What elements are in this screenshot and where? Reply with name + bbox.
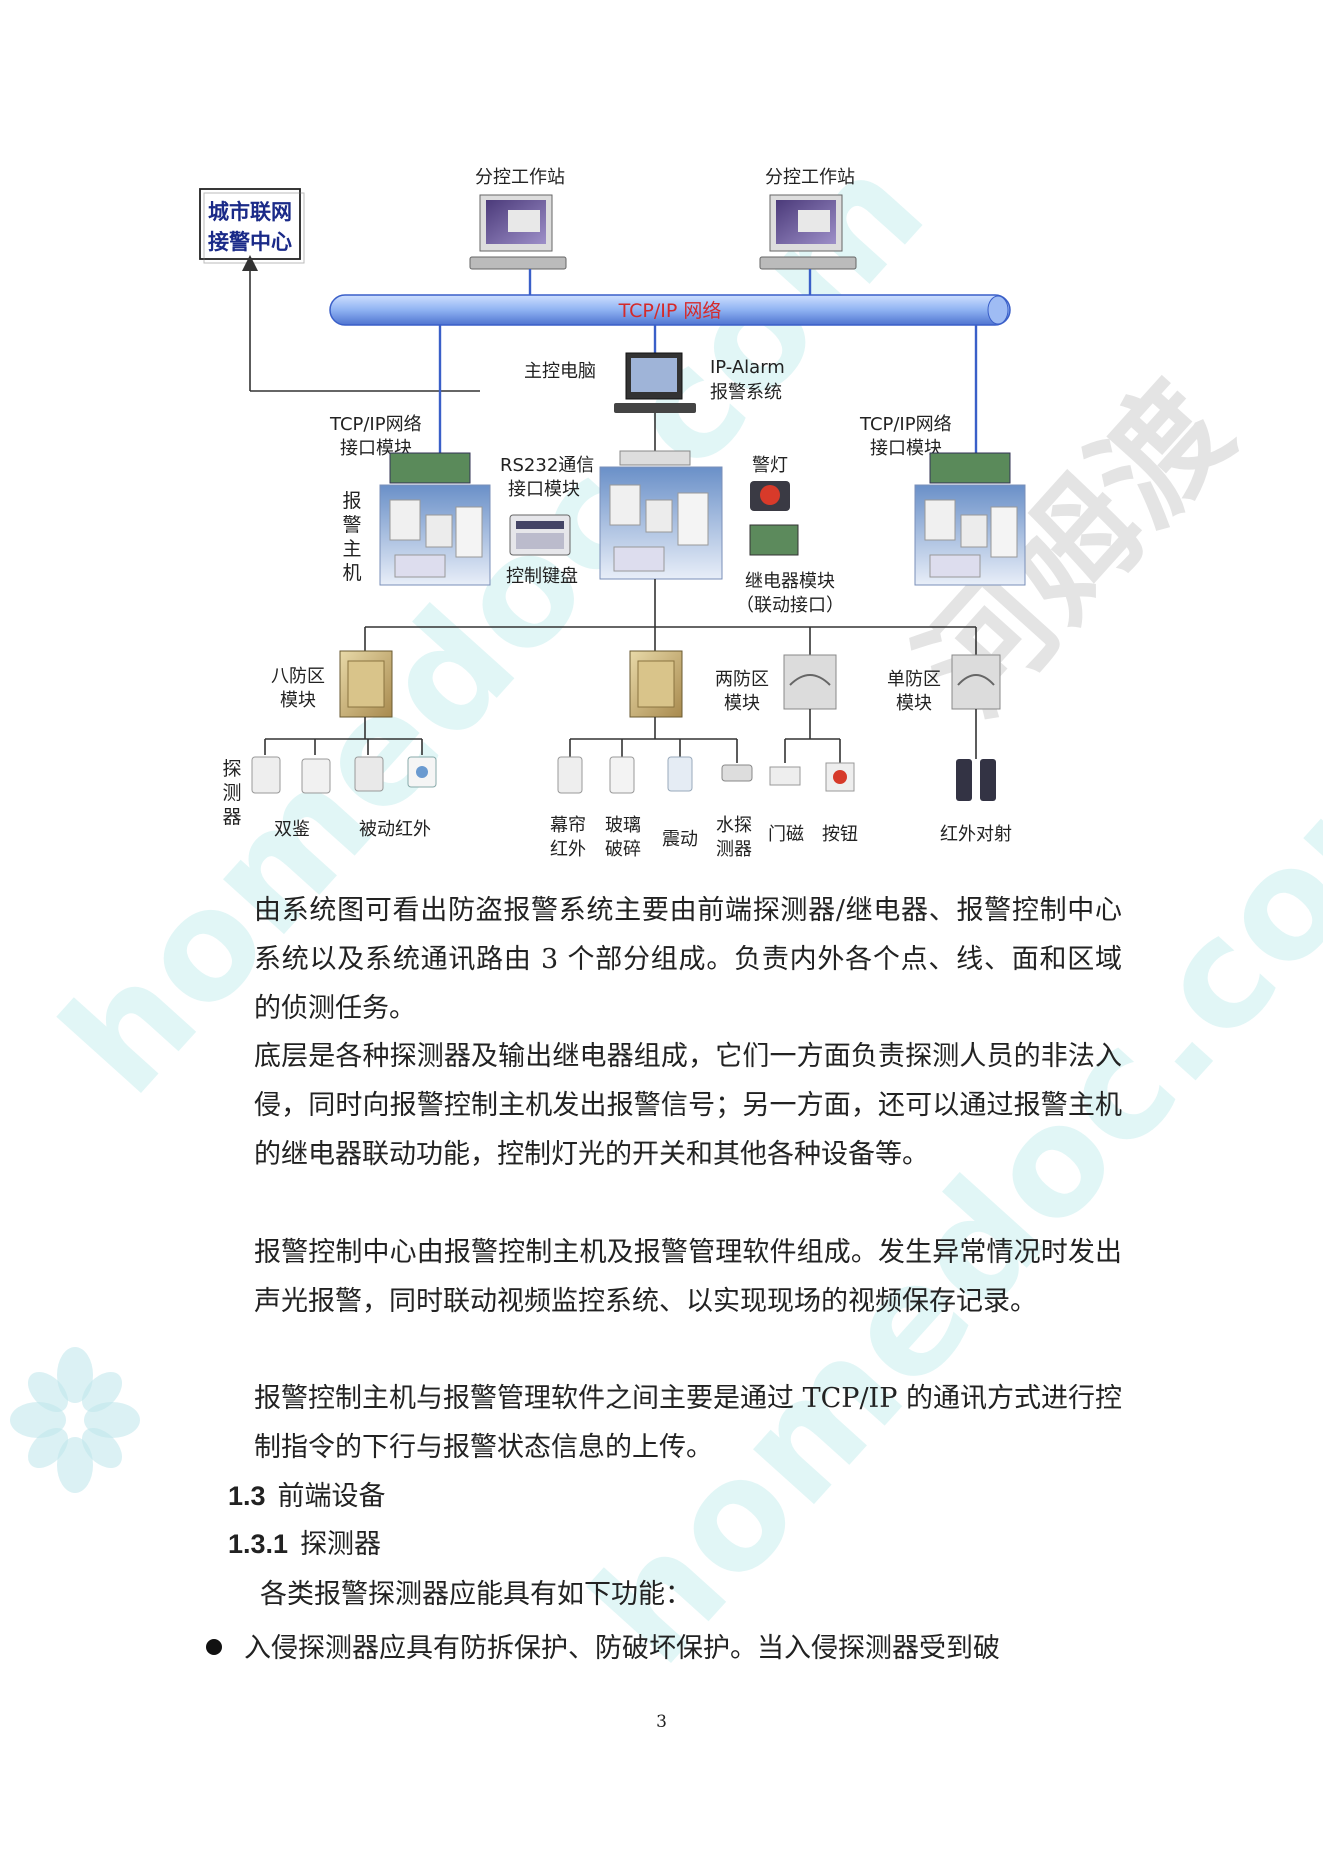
door-magnet-icon (769, 766, 801, 786)
alarm-host-char4: 机 (342, 562, 361, 584)
main-control-pc: 主控电脑 IP-Alarm 报警系统 (524, 352, 785, 413)
bullet-dot-icon (206, 1638, 222, 1655)
ip-alarm-line1: IP-Alarm (710, 357, 785, 378)
main-pc-label: 主控电脑 (524, 361, 596, 382)
ir-beam-icon (956, 759, 996, 801)
glass-break-line1: 玻璃 (605, 815, 641, 836)
eight-zone-module-left (339, 650, 393, 718)
detector-char1: 探 (222, 758, 241, 780)
control-keyboard-label: 控制键盘 (506, 566, 578, 587)
alarm-host-char3: 主 (342, 538, 361, 560)
alarm-host-right (914, 452, 1026, 586)
single-zone-line2: 模块 (896, 693, 932, 714)
alarm-host-left (379, 452, 491, 586)
button-label: 按钮 (822, 824, 858, 845)
water-detector-icon (721, 764, 753, 782)
relay-module-line1: 继电器模块 (745, 571, 835, 592)
alarm-system-diagram: 城市联网 接警中心 分控工作站 分控工作站 TCP/IP 网络 主控电脑 IP-… (199, 167, 1026, 860)
passive-ir-label: 被动红外 (359, 819, 431, 840)
city-center-line2: 接警中心 (208, 229, 292, 254)
bullet-item-1: 入侵探测器应具有防拆保护、防破坏保护。当入侵探测器受到破 (200, 1624, 1122, 1673)
rs232-line2: 接口模块 (508, 479, 580, 500)
detector-char3: 器 (222, 806, 241, 828)
eight-zone-module-center (629, 650, 683, 718)
watermark-flower-icon (10, 1347, 140, 1493)
section-title: 前端设备 (277, 1481, 386, 1512)
alarm-host-char1: 报 (342, 490, 361, 512)
eight-zone-left-line1: 八防区 (271, 666, 325, 687)
subsection-number: 1.3.1 (228, 1529, 289, 1559)
dual-tech-label: 双鉴 (274, 819, 310, 840)
relay-module-line2: （联动接口） (736, 595, 844, 616)
curtain-ir-line2: 红外 (550, 839, 586, 860)
workstation-right-label: 分控工作站 (765, 167, 855, 188)
subsection-title: 探测器 (300, 1529, 382, 1560)
curtain-ir-detector-icon (557, 756, 583, 794)
workstation-left: 分控工作站 (469, 167, 567, 295)
paragraph-1-text: 由系统图可看出防盗报警系统主要由前端探测器/继电器、报警控制中心系统以及系统通讯… (254, 895, 1122, 1024)
single-zone-line1: 单防区 (887, 669, 941, 690)
water-line2: 测器 (716, 839, 752, 860)
paragraph-4: 报警控制主机与报警管理软件之间主要是通过 TCP/IP 的通讯方式进行控制指令的… (200, 1374, 1122, 1472)
dual-tech-detector-icon (251, 756, 331, 794)
alarm-host-char2: 警 (342, 514, 361, 536)
detector-char2: 测 (222, 782, 241, 804)
relay-module: 继电器模块 （联动接口） (736, 524, 844, 616)
paragraph-2: 底层是各种探测器及输出继电器组成，它们一方面负责探测人员的非法入侵，同时向报警控… (200, 1032, 1122, 1179)
bullet-item-1-text: 入侵探测器应具有防拆保护、防破坏保护。当入侵探测器受到破 (244, 1633, 1000, 1664)
paragraph-2-text: 底层是各种探测器及输出继电器组成，它们一方面负责探测人员的非法入侵，同时向报警控… (254, 1041, 1122, 1170)
paragraph-5: 各类报警探测器应能具有如下功能： (200, 1570, 1122, 1619)
warning-light: 警灯 (750, 455, 790, 511)
paragraph-3-text: 报警控制中心由报警控制主机及报警管理软件组成。发生异常情况时发出声光报警，同时联… (254, 1237, 1122, 1317)
ir-beam-label: 红外对射 (940, 824, 1012, 845)
water-line1: 水探 (716, 815, 752, 836)
tcpip-module-left-line1: TCP/IP网络 (329, 414, 422, 435)
glass-break-detector-icon (609, 756, 635, 794)
paragraph-5-text: 各类报警探测器应能具有如下功能： (260, 1579, 692, 1610)
two-zone-line1: 两防区 (715, 669, 769, 690)
curtain-ir-line1: 幕帘 (550, 815, 586, 836)
section-heading-1-3: 1.3 前端设备 (228, 1472, 386, 1521)
tcpip-network-bus: TCP/IP 网络 (329, 294, 1011, 326)
paragraph-4-text: 报警控制主机与报警管理软件之间主要是通过 TCP/IP 的通讯方式进行控制指令的… (254, 1383, 1122, 1463)
glass-break-line2: 破碎 (605, 839, 641, 860)
vibration-label: 震动 (662, 829, 698, 850)
paragraph-3: 报警控制中心由报警控制主机及报警管理软件组成。发生异常情况时发出声光报警，同时联… (200, 1228, 1122, 1326)
rs232-line1: RS232通信 (500, 455, 594, 476)
workstation-left-label: 分控工作站 (475, 167, 565, 188)
tcpip-module-right-line1: TCP/IP网络 (859, 414, 952, 435)
control-keyboard: 控制键盘 (506, 514, 578, 587)
vibration-detector-icon (667, 756, 693, 792)
paragraph-1: 由系统图可看出防盗报警系统主要由前端探测器/继电器、报警控制中心系统以及系统通讯… (200, 886, 1122, 1033)
warning-light-label: 警灯 (752, 455, 788, 476)
door-magnet-label: 门磁 (768, 824, 804, 845)
eight-zone-left-line2: 模块 (280, 690, 316, 711)
single-zone-module (951, 654, 1001, 710)
section-number: 1.3 (228, 1481, 266, 1511)
bus-label: TCP/IP 网络 (618, 300, 722, 322)
city-alarm-center: 城市联网 接警中心 (199, 188, 305, 264)
two-zone-module (783, 654, 837, 710)
two-zone-line2: 模块 (724, 693, 760, 714)
tcpip-module-right-line2: 接口模块 (870, 438, 942, 459)
ip-alarm-line2: 报警系统 (710, 382, 782, 403)
section-heading-1-3-1: 1.3.1 探测器 (228, 1520, 381, 1569)
workstation-right: 分控工作站 (759, 167, 857, 295)
button-icon (825, 762, 855, 792)
passive-ir-detector-icon (354, 756, 437, 792)
page-number: 3 (656, 1712, 667, 1732)
center-alarm-host (599, 450, 723, 580)
city-center-line1: 城市联网 (208, 199, 292, 224)
